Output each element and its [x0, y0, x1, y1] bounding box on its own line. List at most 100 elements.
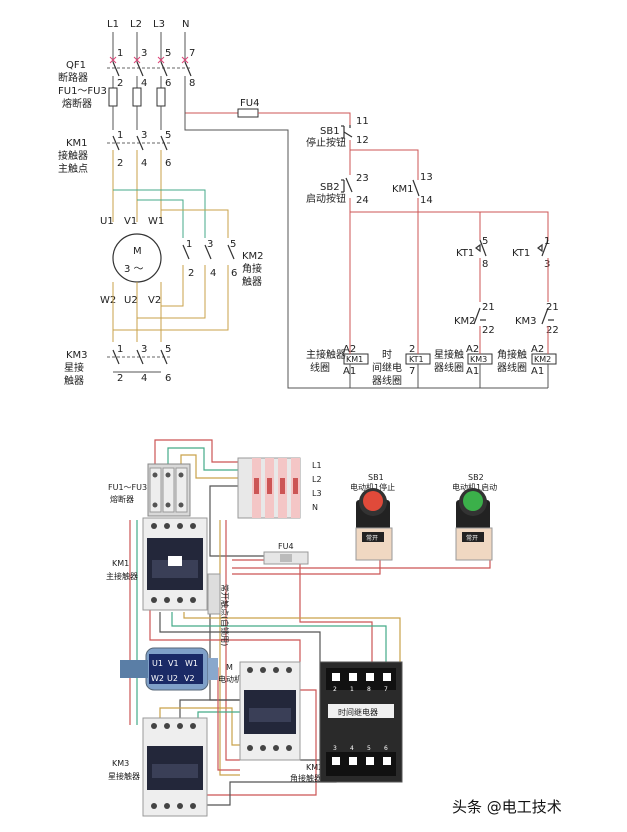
timer-terminal-7: 7: [384, 686, 388, 693]
terminal-w2: W2: [100, 295, 116, 306]
svg-text:5: 5: [165, 48, 171, 59]
coil-star-text-1: 星接触: [434, 348, 464, 361]
terminal-u2: U2: [124, 295, 138, 306]
qf1-breaker: [107, 61, 192, 77]
coil-kt1-label: KT1: [409, 355, 424, 364]
sb1-stop-button: [341, 125, 353, 139]
svg-text:2: 2: [188, 268, 194, 279]
motor-v2: V2: [184, 674, 195, 683]
svg-text:11: 11: [356, 116, 369, 127]
aux-block: [207, 573, 221, 615]
terminal-w1: W1: [148, 216, 164, 227]
svg-text:22: 22: [482, 325, 495, 336]
phase-label-n: N: [182, 19, 189, 30]
timer-terminal-2: 2: [333, 686, 337, 693]
motor-m-label: M: [133, 246, 142, 257]
fu4-label: FU4: [240, 98, 259, 109]
svg-text:5: 5: [230, 239, 236, 250]
kt1-contact-left: [475, 239, 487, 257]
svg-text:24: 24: [356, 195, 369, 206]
svg-text:3: 3: [141, 130, 147, 141]
svg-text:3: 3: [544, 259, 550, 270]
svg-text:1: 1: [544, 236, 550, 247]
motor-v1: V1: [168, 659, 179, 668]
timer-terminal-6: 6: [384, 745, 388, 752]
km2-wiring-label: KM2: [306, 763, 323, 772]
svg-text:A2: A2: [466, 344, 479, 355]
coil-km2: [531, 353, 557, 365]
km3-wiring-name: 星接触器: [108, 771, 140, 781]
timer-terminal-4: 4: [350, 745, 354, 752]
motor-phase-label: 3 ～: [124, 264, 144, 275]
coil-km3-label: KM3: [470, 355, 487, 364]
km1-wiring-label: KM1: [112, 559, 129, 568]
svg-text:1: 1: [117, 48, 123, 59]
timer-terminal-5: 5: [367, 745, 371, 752]
km2-contactor-device: [239, 661, 301, 761]
svg-text:7: 7: [189, 48, 195, 59]
km2-wiring-name: 角接触器: [290, 773, 322, 783]
km1-aux-contact: [412, 179, 420, 197]
km3-interlock-label: KM3: [515, 316, 537, 327]
svg-text:4: 4: [141, 373, 147, 384]
breaker-terminal-l1: L1: [312, 461, 322, 470]
kt1-left-label: KT1: [456, 248, 474, 259]
aux-note: 常开触点(自锁用): [220, 584, 230, 646]
svg-text:12: 12: [356, 135, 369, 146]
coil-timer-text-1: 时: [382, 349, 392, 361]
svg-text:6: 6: [165, 78, 171, 89]
terminal-v1: V1: [124, 216, 137, 227]
timer-terminal-1: 1: [350, 686, 354, 693]
km1-main-contacts: [107, 135, 170, 151]
svg-text:13: 13: [420, 172, 433, 183]
svg-text:3: 3: [141, 48, 147, 59]
timer-relay-device: [319, 661, 403, 783]
fuses-fu1-fu3: [108, 87, 166, 107]
sb2-label: SB2: [320, 182, 340, 193]
motor-m: M 3 ～: [112, 233, 162, 283]
svg-text:A2: A2: [343, 344, 356, 355]
motor-wiring-m: M: [226, 663, 233, 672]
svg-text:6: 6: [165, 158, 171, 169]
svg-text:21: 21: [546, 302, 559, 313]
svg-text:A2: A2: [531, 344, 544, 355]
motor-u1: U1: [152, 659, 163, 668]
svg-text:4: 4: [141, 158, 147, 169]
svg-text:A1: A1: [466, 366, 479, 377]
km3-name-2: 触器: [64, 374, 84, 387]
qf1-label: QF1: [66, 60, 86, 71]
svg-text:2: 2: [117, 78, 123, 89]
fu-name-wiring: 熔断器: [110, 494, 134, 504]
svg-text:3: 3: [207, 239, 213, 250]
km1-wiring-name: 主接触器: [106, 571, 138, 581]
km3-wiring-label: KM3: [112, 759, 129, 768]
motor-w1: W1: [185, 659, 198, 668]
sb2-tag: 常开: [466, 534, 478, 542]
svg-text:1: 1: [117, 344, 123, 355]
km3-label: KM3: [66, 350, 88, 361]
km3-main-contacts: [107, 349, 170, 373]
timer-terminal-3: 3: [333, 745, 337, 752]
svg-text:3: 3: [141, 344, 147, 355]
coil-timer-text-3: 器线圈: [372, 374, 402, 387]
km2-label: KM2: [242, 251, 264, 262]
coil-delta-text-1: 角接触: [497, 348, 527, 361]
svg-text:23: 23: [356, 173, 369, 184]
terminal-v2: V2: [148, 295, 161, 306]
km2-interlock-contact: [473, 307, 486, 325]
phase-label-l1: L1: [107, 19, 119, 30]
km2-name-1: 角接: [242, 262, 262, 275]
sb1-wiring-label: SB1: [368, 473, 384, 482]
sb1-tag: 常开: [366, 534, 378, 542]
breaker-terminal-l3: L3: [312, 489, 322, 498]
physical-wiring: FU1～FU3 熔断器 L1 L2 L3 N SB1 电动机1停止 常开: [106, 439, 497, 817]
terminal-u1: U1: [100, 216, 114, 227]
sb1-wiring-name: 电动机1停止: [350, 482, 395, 492]
fu4-fuse: [237, 108, 259, 118]
breaker-qf1: [237, 457, 301, 519]
sb2-start-button: [341, 177, 353, 193]
watermark: 头条 @电工技术: [452, 798, 562, 816]
sb1-label: SB1: [320, 126, 340, 137]
qf1-name: 断路器: [58, 71, 88, 84]
